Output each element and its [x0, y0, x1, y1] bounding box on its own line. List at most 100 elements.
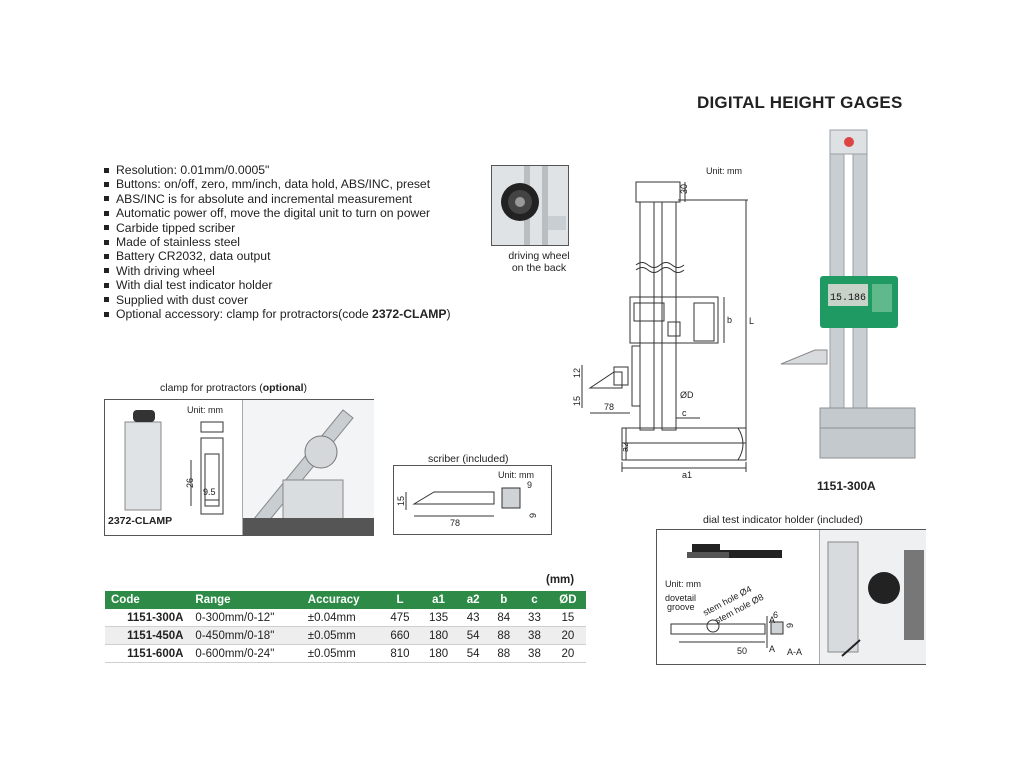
dim-15: 15: [572, 396, 582, 406]
dial-holder-panel: Unit: mm dovetail groove stem hole Ø4 st…: [656, 529, 926, 665]
feature-item: Battery CR2032, data output: [104, 249, 451, 263]
section-aa: A-A: [787, 647, 802, 657]
section-a-bottom: A: [769, 644, 775, 654]
section-a-top: A: [769, 615, 775, 625]
display-reading: 15.186: [830, 293, 866, 304]
cell-c: 38: [519, 644, 550, 663]
feature-item: Made of stainless steel: [104, 235, 451, 249]
drawing-unit: Unit: mm: [706, 166, 742, 176]
accessory-code: 2372-CLAMP: [372, 307, 447, 322]
dim-a1: a1: [682, 470, 692, 480]
clamp-drawing: 26 9.5 Unit: mm: [124, 405, 224, 515]
feature-text-end: ): [446, 307, 451, 322]
cell-l: 810: [380, 644, 420, 663]
cell-a2: 43: [457, 609, 489, 627]
clamp-caption-suffix: ): [303, 382, 308, 394]
dial-dim-50: 50: [737, 646, 747, 656]
table-row: 1151-600A 0-600mm/0-24" ±0.05mm 810 180 …: [105, 644, 586, 663]
clamp-dim-26: 26: [185, 478, 195, 488]
cell-range: 0-600mm/0-24": [189, 644, 302, 663]
dim-L: L: [749, 316, 754, 326]
col-od: ØD: [549, 591, 586, 609]
table-row: 1151-450A 0-450mm/0-18" ±0.05mm 660 180 …: [105, 626, 586, 645]
dim-od: ØD: [680, 390, 694, 400]
clamp-caption-prefix: clamp for protractors (: [160, 382, 263, 394]
dim-c: c: [682, 408, 687, 418]
feature-text: Optional accessory: clamp for protractor…: [116, 307, 373, 322]
feature-text: With dial test indicator holder: [116, 278, 273, 293]
feature-text: Battery CR2032, data output: [116, 249, 271, 264]
cell-od: 20: [549, 626, 586, 645]
cell-od: 15: [549, 609, 586, 627]
cell-a2: 54: [457, 626, 489, 645]
scriber-unit: Unit: mm: [498, 470, 534, 480]
col-code: Code: [105, 591, 190, 609]
scriber-dim-15: 15: [396, 496, 406, 506]
cell-c: 38: [519, 626, 550, 645]
scriber-dim-9a: 9: [527, 480, 532, 490]
page-title: DIGITAL HEIGHT GAGES: [697, 93, 903, 112]
table-header-row: Code Range Accuracy L a1 a2 b c ØD: [105, 591, 586, 609]
col-a1: a1: [419, 591, 458, 609]
feature-item: Automatic power off, move the digital un…: [104, 206, 451, 220]
feature-item: With dial test indicator holder: [104, 278, 451, 292]
col-l: L: [380, 591, 420, 609]
clamp-photo: [242, 400, 374, 535]
cell-l: 660: [380, 626, 420, 645]
col-range: Range: [189, 591, 302, 609]
cell-b: 88: [488, 626, 520, 645]
col-c: c: [519, 591, 550, 609]
feature-text: Resolution: 0.01mm/0.0005": [116, 163, 270, 177]
dial-holder-caption: dial test indicator holder (included): [703, 514, 863, 526]
feature-item: ABS/INC is for absolute and incremental …: [104, 192, 451, 206]
dial-unit: Unit: mm: [665, 579, 701, 589]
cell-l: 475: [380, 609, 420, 627]
dim-a2: a2: [620, 442, 630, 452]
scriber-caption: scriber (included): [428, 453, 509, 465]
cell-b: 88: [488, 644, 520, 663]
col-a2: a2: [457, 591, 489, 609]
scriber-dim-78: 78: [450, 518, 460, 528]
protractor-photo: [243, 409, 374, 535]
dial-holder-drawing: Unit: mm dovetail groove stem hole Ø4 st…: [665, 544, 802, 657]
height-gage-drawing: Unit: mm 30 b L 12 15 78 ØD c a2 a1: [572, 166, 754, 480]
driving-wheel-caption: driving wheel on the back: [491, 250, 587, 274]
feature-text: Automatic power off, move the digital un…: [116, 206, 431, 221]
dovetail-label-2: groove: [667, 602, 695, 612]
clamp-caption: clamp for protractors (optional): [160, 382, 307, 394]
feature-item: With driving wheel: [104, 264, 451, 278]
cell-a1: 135: [419, 609, 458, 627]
table-unit: (mm): [546, 574, 575, 586]
cell-code: 1151-450A: [105, 626, 190, 645]
cell-od: 20: [549, 644, 586, 663]
clamp-code: 2372-CLAMP: [108, 515, 173, 527]
cell-code: 1151-300A: [105, 609, 190, 627]
product-photo: 15.186: [780, 129, 916, 459]
scriber-drawing: 15 78 9 9 Unit: mm: [396, 470, 538, 528]
dial-dim-9: 9: [785, 623, 795, 628]
clamp-panel: 26 9.5 Unit: mm 2372-CLAMP: [104, 399, 374, 536]
driving-wheel-caption-line1: driving wheel: [508, 250, 570, 262]
dial-holder-photo: [819, 530, 926, 664]
cell-code: 1151-600A: [105, 644, 190, 663]
clamp-unit: Unit: mm: [187, 405, 223, 415]
cell-accuracy: ±0.04mm: [301, 609, 381, 627]
col-accuracy: Accuracy: [301, 591, 381, 609]
cell-b: 84: [488, 609, 520, 627]
cell-accuracy: ±0.05mm: [301, 644, 381, 663]
feature-text: Supplied with dust cover: [116, 292, 249, 307]
product-model: 1151-300A: [817, 479, 876, 493]
dim-30: 30: [679, 184, 689, 194]
cell-range: 0-450mm/0-18": [189, 626, 302, 645]
dial-dim-6: 6: [773, 610, 778, 620]
dial-indicator-photo: [827, 541, 924, 657]
cell-a1: 180: [419, 626, 458, 645]
cell-range: 0-300mm/0-12": [189, 609, 302, 627]
feature-text: Made of stainless steel: [116, 235, 240, 250]
driving-wheel-icon: [492, 166, 568, 245]
dim-78: 78: [604, 402, 614, 412]
cell-accuracy: ±0.05mm: [301, 626, 381, 645]
table-row: 1151-300A 0-300mm/0-12" ±0.04mm 475 135 …: [105, 609, 586, 627]
feature-item: Buttons: on/off, zero, mm/inch, data hol…: [104, 177, 451, 191]
col-b: b: [488, 591, 520, 609]
